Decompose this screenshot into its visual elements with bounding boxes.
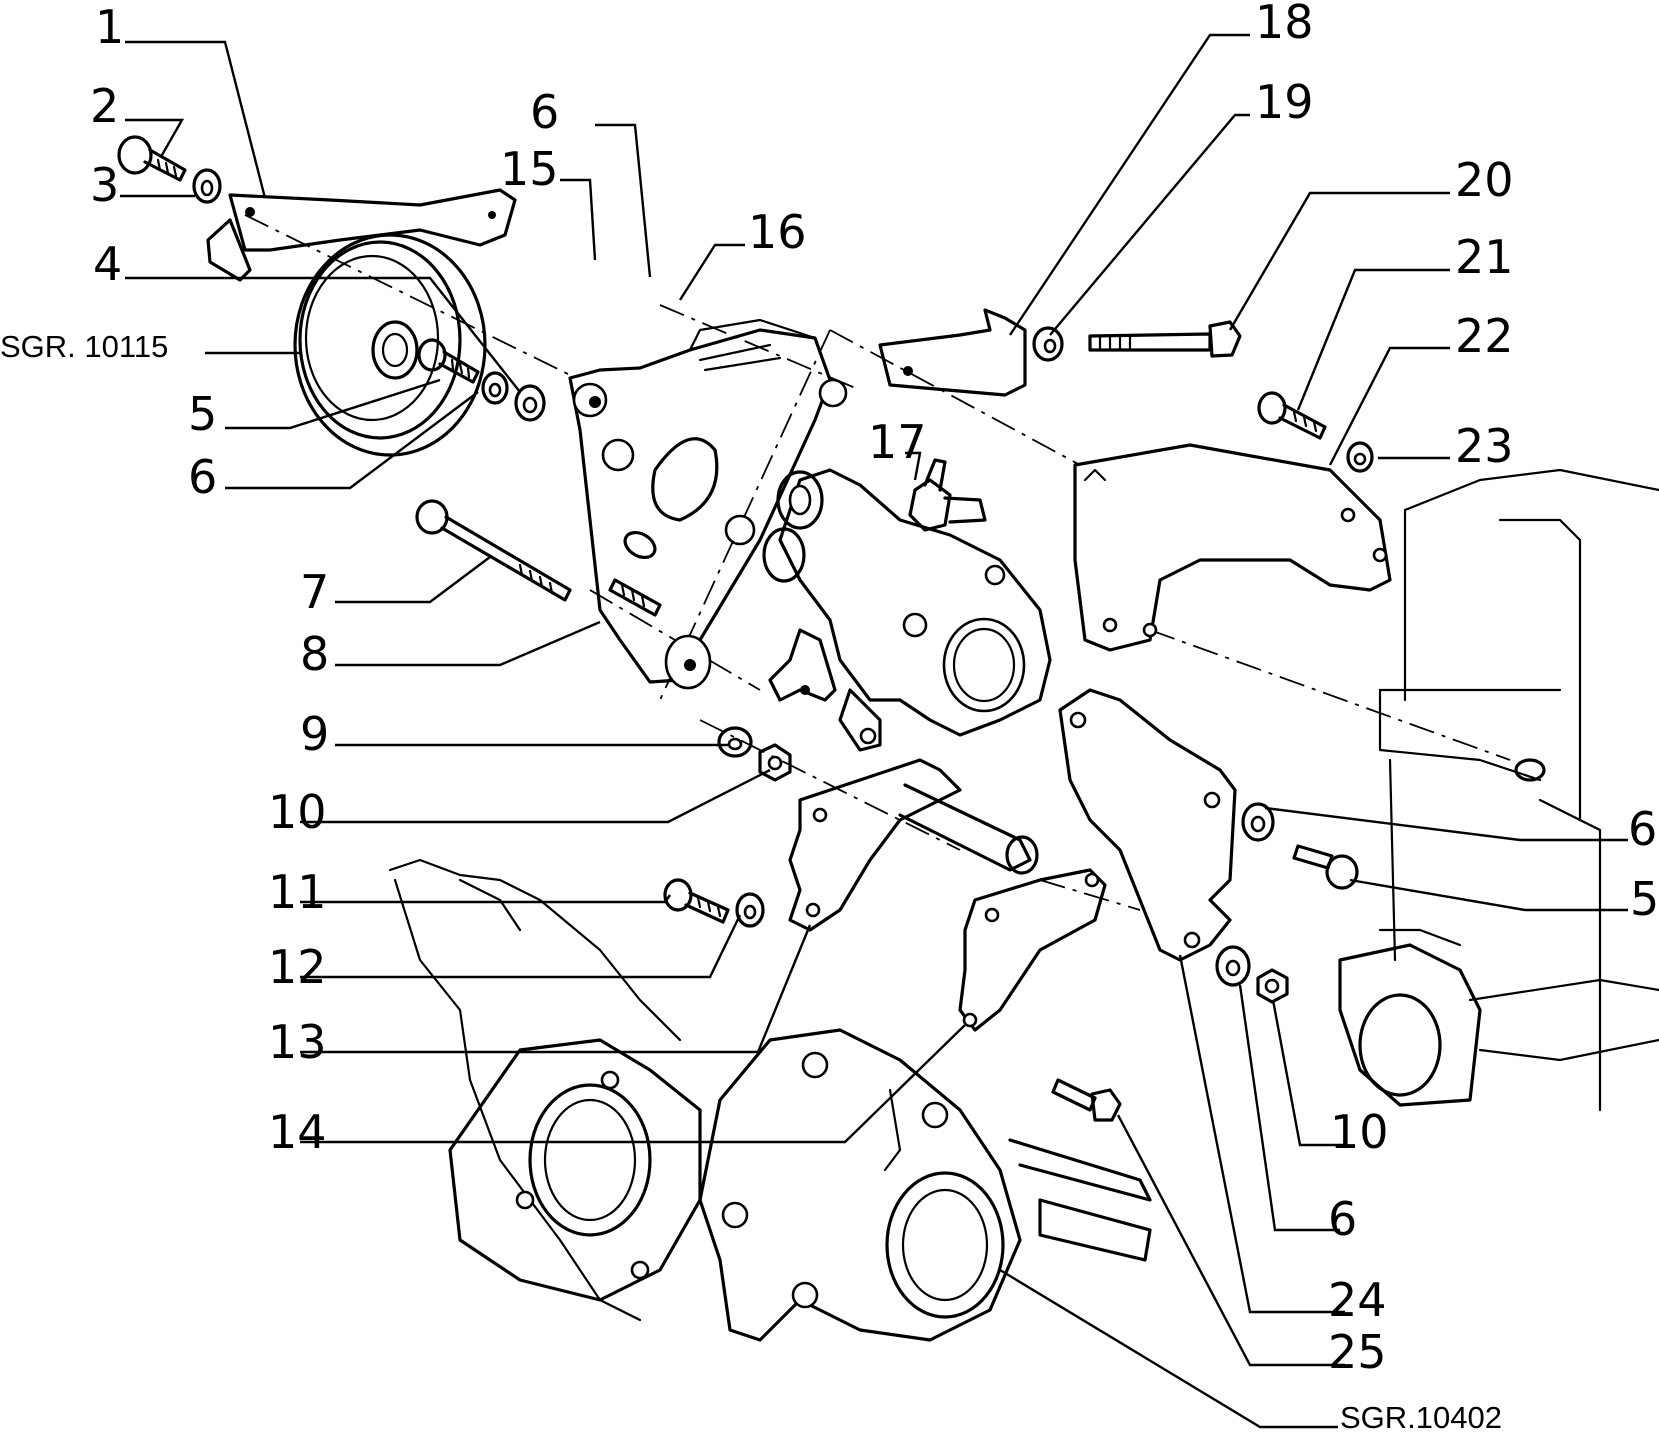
callout-2: 2 xyxy=(90,79,119,133)
intake-manifold xyxy=(388,858,702,1322)
callout-3: 3 xyxy=(90,158,119,212)
callout-4: 4 xyxy=(93,237,122,291)
callout-6-top: 6 xyxy=(530,85,559,139)
washer-3 xyxy=(192,168,222,204)
callout-9: 9 xyxy=(300,707,329,761)
callout-12: 12 xyxy=(268,940,327,994)
callout-14: 14 xyxy=(268,1105,327,1159)
callout-15: 15 xyxy=(500,142,559,196)
reference-label-top-left: SGR. 10115 xyxy=(0,329,168,364)
assembly-axes xyxy=(244,214,1511,911)
support-plate-13 xyxy=(788,758,1039,932)
bolt-5-right xyxy=(1292,844,1359,890)
washer-23 xyxy=(1346,441,1374,473)
callout-13: 13 xyxy=(268,1015,327,1069)
front-bracket-24 xyxy=(1058,688,1237,962)
callout-numbers: 1 2 3 4 5 6 7 8 9 10 11 12 13 14 6 15 16… xyxy=(90,0,1659,1379)
bolt-21 xyxy=(1257,391,1327,440)
nut-10-left xyxy=(758,743,792,782)
callout-10-right: 10 xyxy=(1330,1105,1389,1159)
bolt-2 xyxy=(117,135,187,182)
callout-8: 8 xyxy=(300,627,329,681)
washer-9 xyxy=(717,726,753,758)
callout-19: 19 xyxy=(1255,75,1314,129)
reference-label-bottom-right: SGR.10402 xyxy=(1340,1400,1502,1434)
fitting-17 xyxy=(905,451,922,481)
callout-6-right-top: 6 xyxy=(1628,802,1657,856)
washer-6-right-top xyxy=(1241,802,1275,842)
engine-block xyxy=(1338,468,1659,1112)
callout-22: 22 xyxy=(1455,309,1514,363)
callout-1: 1 xyxy=(95,0,124,54)
pulley xyxy=(293,233,487,457)
main-bracket-8 xyxy=(568,318,848,690)
callout-10-left: 10 xyxy=(268,785,327,839)
support-plate-14 xyxy=(958,868,1107,1032)
stud-9 xyxy=(608,578,662,617)
throttle-housing xyxy=(698,1028,1152,1342)
callout-5-left: 5 xyxy=(188,387,217,441)
leader-lines xyxy=(120,33,1628,1429)
callout-5-right: 5 xyxy=(1630,872,1659,926)
washer-6-right-bottom xyxy=(1215,945,1251,987)
washer-4 xyxy=(514,384,546,422)
power-steering-pump xyxy=(762,458,1052,752)
small-bracket-18 xyxy=(878,308,1027,397)
pulley-guard-plate xyxy=(206,188,517,282)
callout-6-right-bottom: 6 xyxy=(1328,1192,1357,1246)
nut-19 xyxy=(1032,326,1064,362)
callout-25: 25 xyxy=(1328,1325,1387,1379)
rear-bracket-22 xyxy=(1073,443,1392,652)
callout-23: 23 xyxy=(1455,419,1514,473)
long-bolt-7 xyxy=(415,499,572,602)
callout-24: 24 xyxy=(1328,1273,1387,1327)
callout-7: 7 xyxy=(300,565,329,619)
callout-6-left: 6 xyxy=(188,450,217,504)
bolt-11 xyxy=(663,878,730,924)
bolt-25 xyxy=(1051,1078,1122,1122)
callout-20: 20 xyxy=(1455,153,1514,207)
callout-16: 16 xyxy=(748,205,807,259)
bolt-20 xyxy=(1088,320,1242,358)
washer-12 xyxy=(735,892,765,928)
nut-10-right xyxy=(1256,968,1289,1004)
callout-11: 11 xyxy=(268,865,327,919)
bolt-5-left xyxy=(417,338,480,384)
washer-6-left xyxy=(481,371,509,405)
callout-21: 21 xyxy=(1455,230,1514,284)
callout-17: 17 xyxy=(868,415,927,469)
callout-18: 18 xyxy=(1255,0,1314,49)
